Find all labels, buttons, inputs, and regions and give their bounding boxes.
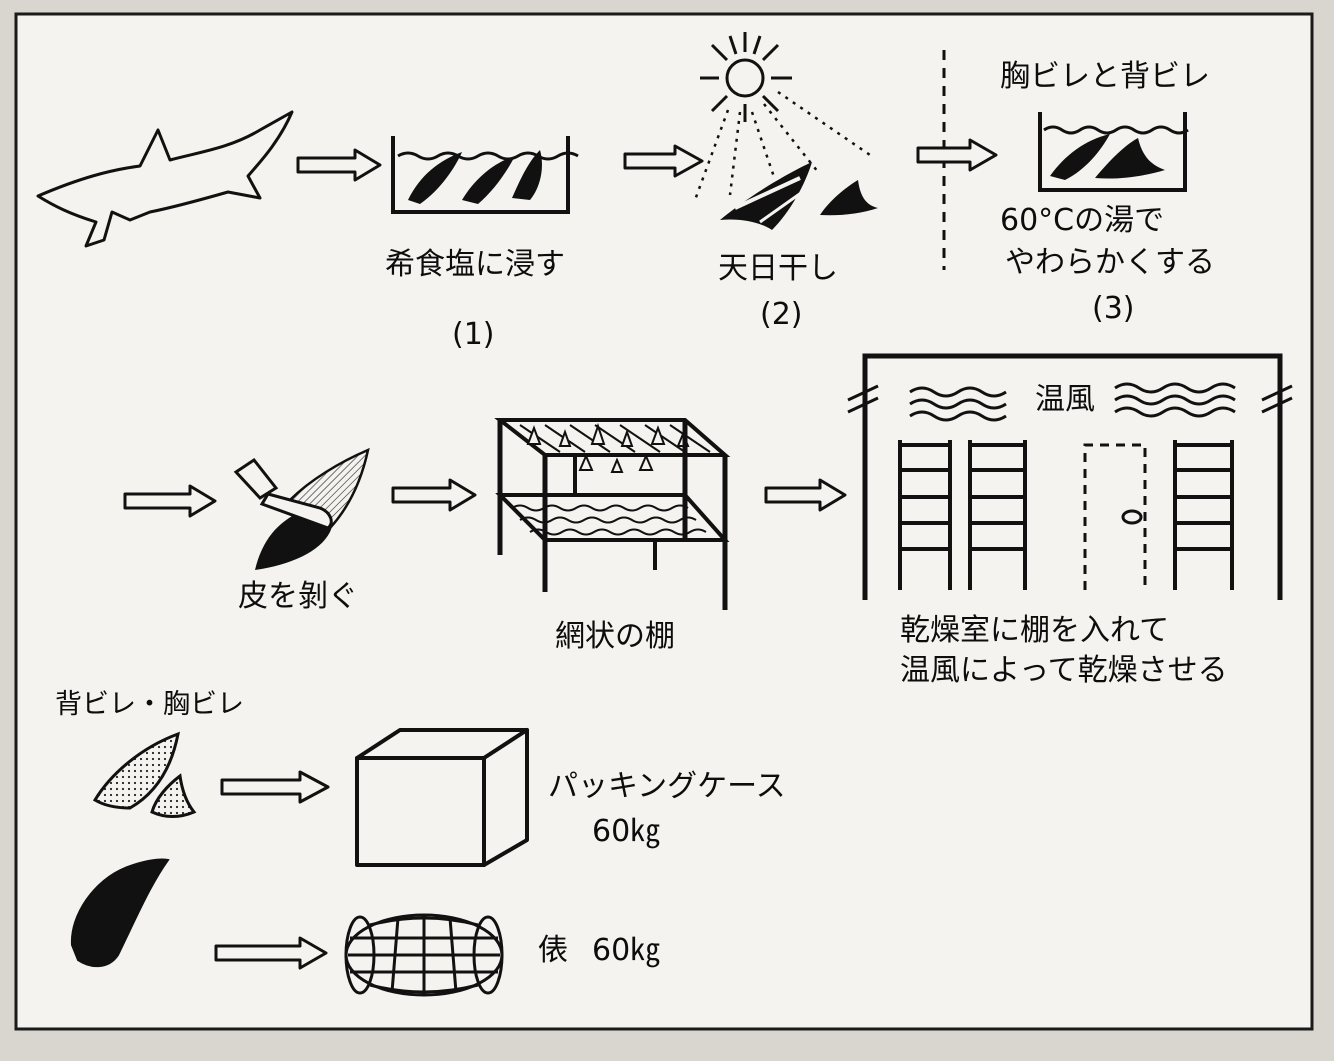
- step3-line2: やわらかくする: [1005, 245, 1215, 280]
- arrow-1: [296, 148, 382, 182]
- sun-dried-fins-icon: [720, 162, 878, 230]
- straw-bale-icon: [344, 913, 504, 997]
- arrow-6: [764, 478, 847, 512]
- step3-number: (3): [1092, 291, 1135, 326]
- drying-room-icon: [847, 353, 1293, 600]
- bale-weight: 60㎏: [592, 933, 661, 968]
- arrow-2: [623, 144, 704, 178]
- arrow-5: [391, 478, 477, 512]
- warm-air-label: 温風: [1035, 382, 1095, 417]
- fins-label: 背ビレ・胸ビレ: [55, 689, 244, 720]
- case-weight: 60㎏: [592, 814, 661, 849]
- shark-icon: [36, 110, 294, 248]
- brine-bowl-icon: [391, 136, 579, 214]
- step3-title: 胸ビレと背ビレ: [1000, 59, 1210, 94]
- bale-label: 俵: [538, 933, 568, 968]
- mesh-rack-icon: [494, 418, 731, 610]
- arrow-8: [214, 936, 328, 970]
- dorsal-pectoral-fins-icon: [92, 731, 197, 818]
- step2-label: 天日干し: [718, 251, 838, 286]
- dryroom-line1: 乾燥室に棚を入れて: [900, 613, 1170, 648]
- sun-rays-dotted: [693, 90, 871, 201]
- skin-label: 皮を剝ぐ: [238, 579, 358, 614]
- case-label: パッキングケース: [548, 769, 786, 804]
- step3-line1: 60°Cの湯で: [1000, 203, 1165, 238]
- rack-label: 網状の棚: [555, 619, 675, 654]
- packing-case-icon: [355, 728, 529, 867]
- arrow-7: [220, 770, 330, 804]
- dryroom-line2: 温風によって乾燥させる: [900, 653, 1228, 688]
- step2-number: (2): [760, 297, 803, 332]
- hot-water-bowl-icon: [1038, 112, 1189, 192]
- skin-piece-icon: [70, 858, 170, 968]
- sun-icon: [700, 32, 792, 122]
- step1-number: (1): [452, 317, 495, 352]
- arrow-3: [916, 138, 998, 172]
- step1-label: 希食塩に浸す: [385, 247, 565, 282]
- arrow-4: [123, 484, 217, 518]
- knife-and-fin-icon: [233, 447, 370, 570]
